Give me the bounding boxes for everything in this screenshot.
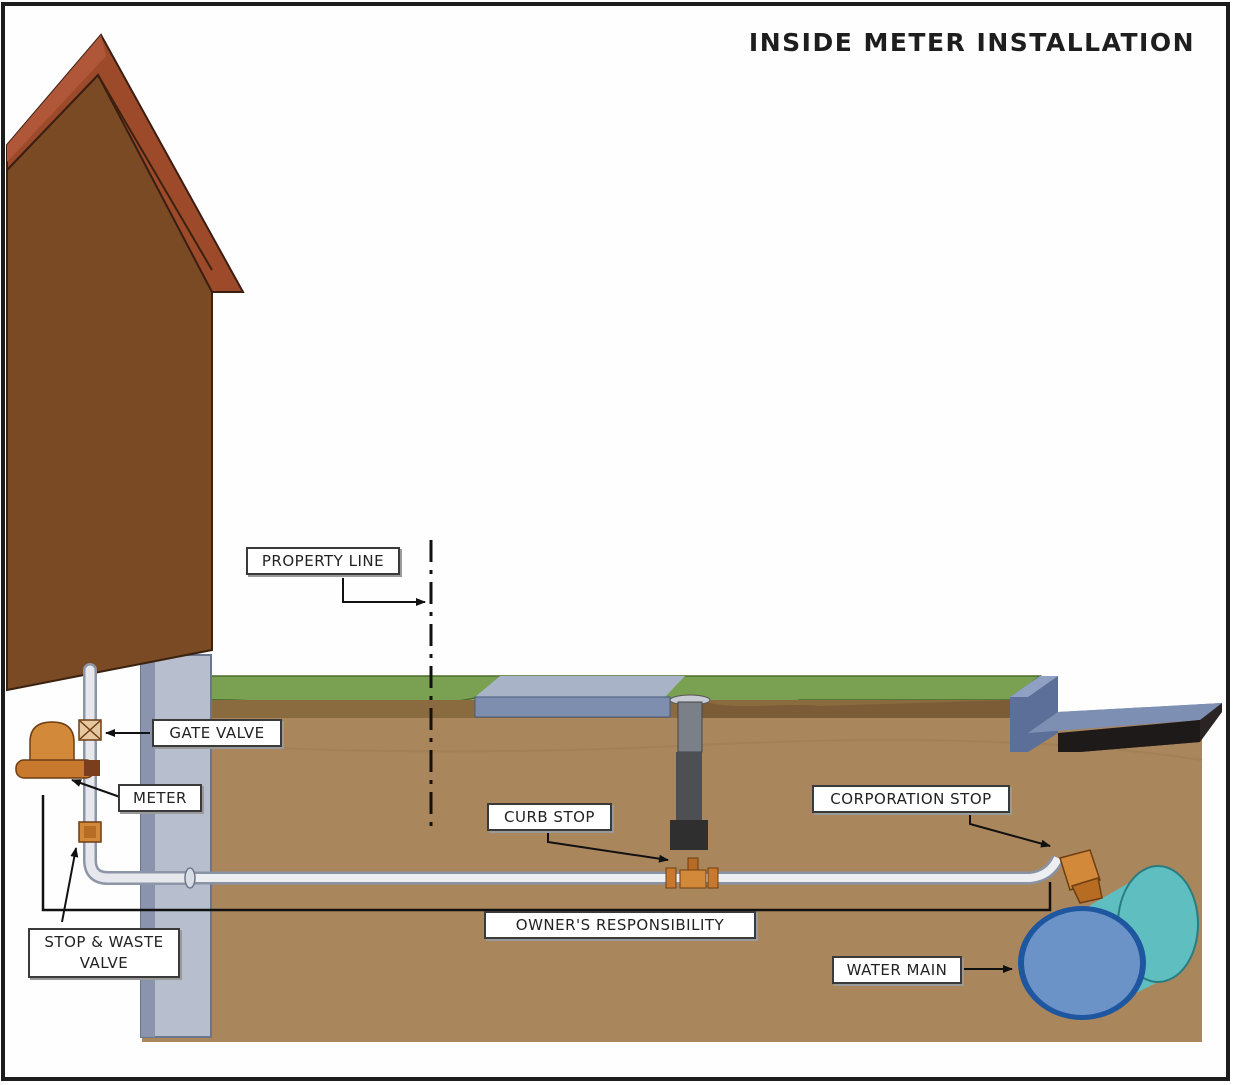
corporation-stop-label: CORPORATION STOP bbox=[812, 785, 1010, 813]
property-line-label: PROPERTY LINE bbox=[246, 547, 400, 575]
meter-label: METER bbox=[118, 784, 202, 812]
corporation-stop-fitting bbox=[1059, 849, 1103, 904]
house bbox=[6, 33, 245, 692]
stop-waste-valve-label: STOP & WASTE VALVE bbox=[28, 928, 180, 978]
foundation-wall bbox=[140, 654, 212, 1038]
curb-stop-fitting bbox=[665, 857, 719, 889]
diagram-title: INSIDE METER INSTALLATION bbox=[748, 28, 1195, 57]
leader-lines bbox=[61, 578, 1051, 973]
gate-valve-device bbox=[78, 719, 102, 741]
water-main-label: WATER MAIN bbox=[832, 956, 962, 984]
service-line bbox=[184, 855, 1064, 889]
owners-responsibility-bracket bbox=[41, 795, 1052, 912]
stop-waste-valve-device bbox=[78, 821, 102, 843]
owners-responsibility-label: OWNER'S RESPONSIBILITY bbox=[484, 911, 756, 939]
road-edge bbox=[1058, 720, 1200, 752]
water-main-pipe bbox=[1018, 865, 1199, 1020]
stop-waste-leader bbox=[61, 847, 79, 923]
property-line-leader bbox=[342, 578, 426, 606]
sidewalk bbox=[474, 676, 685, 718]
curb-stop-label: CURB STOP bbox=[487, 803, 612, 831]
corporation-stop-leader bbox=[969, 810, 1051, 848]
house-piping bbox=[83, 663, 197, 885]
gate-valve-label: GATE VALVE bbox=[152, 719, 282, 747]
curb-stop-leader bbox=[547, 828, 669, 863]
ground-surface bbox=[159, 675, 1055, 718]
curb-box bbox=[669, 694, 711, 850]
curb bbox=[1010, 676, 1222, 752]
meter-device bbox=[15, 721, 100, 779]
meter-leader bbox=[71, 779, 121, 798]
